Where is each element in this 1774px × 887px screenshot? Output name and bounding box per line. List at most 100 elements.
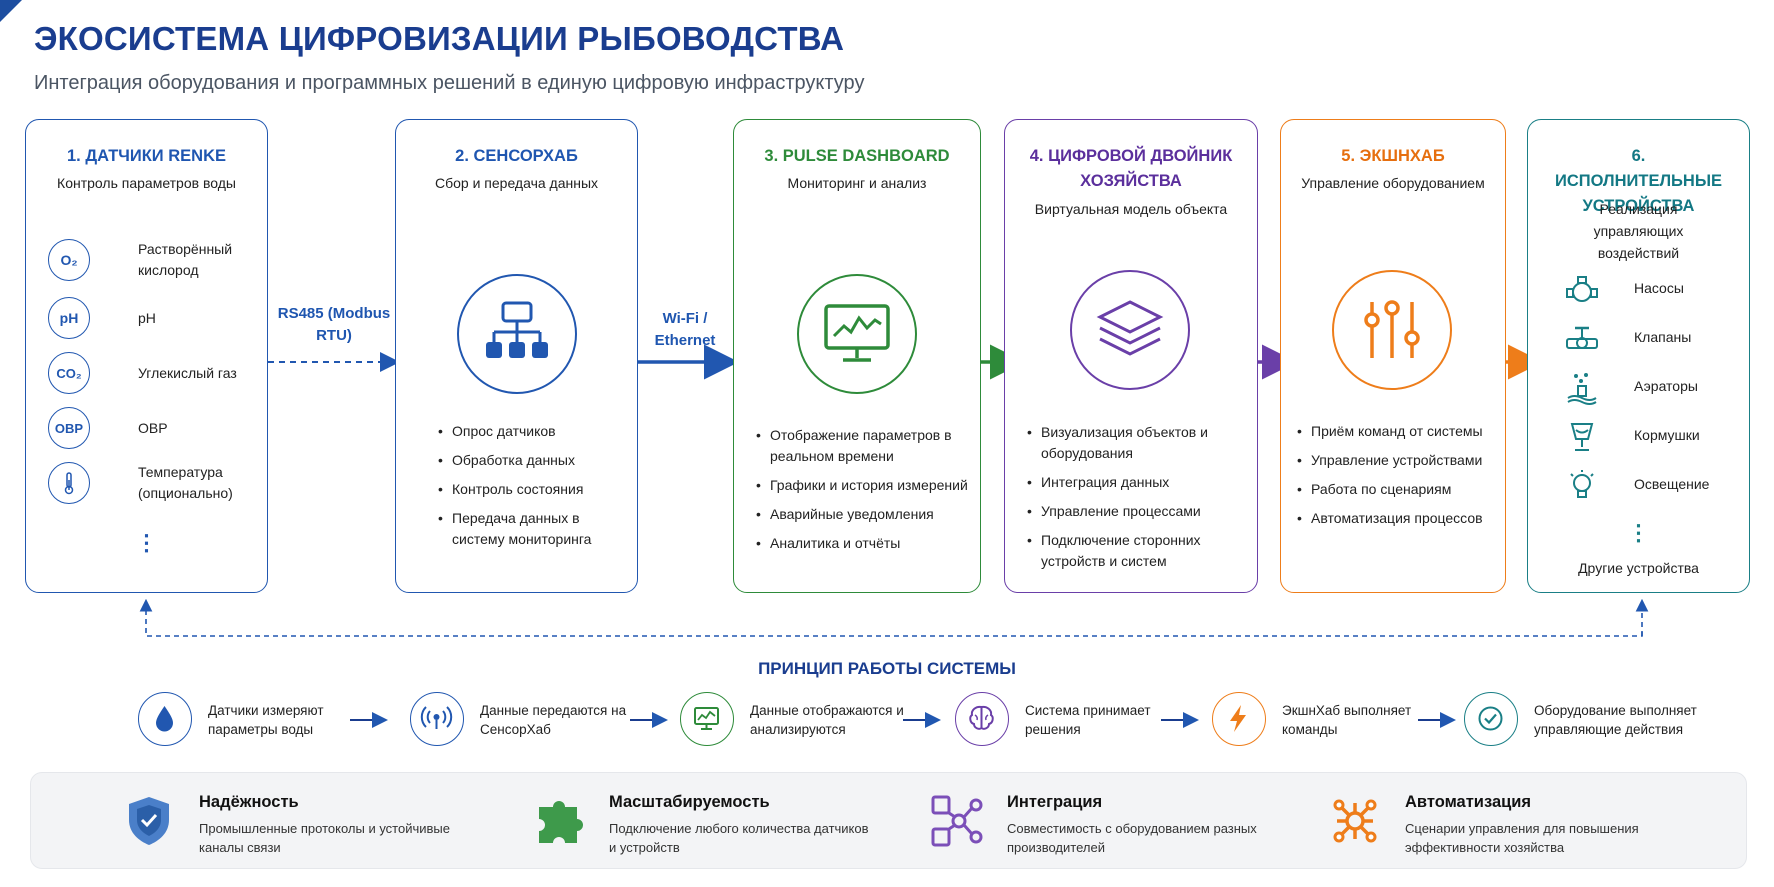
valve-icon [1566, 326, 1598, 349]
card-title: 6. ИСПОЛНИТЕЛЬНЫЕ УСТРОЙСТВА [1554, 147, 1722, 215]
principle-title: ПРИНЦИП РАБОТЫ СИСТЕМЫ [758, 659, 1016, 678]
sensor-label: Углекислый газ [138, 365, 237, 381]
card-title: 3. PULSE DASHBOARD [764, 147, 950, 165]
ph-badge: pH [48, 297, 90, 339]
bullet-item: Автоматизация процессов [1297, 508, 1503, 529]
more-sensors-ellipsis: ⋮ [135, 530, 158, 555]
bullet-item: Передача данных в систему мониторинга [438, 508, 628, 550]
bullet-item: Визуализация объектов и оборудования [1027, 422, 1255, 464]
card-subtitle: Сбор и передача данных [434, 175, 599, 191]
aerator-icon [1567, 373, 1597, 405]
thermometer-icon [48, 462, 90, 504]
connector-wifi-label: Wi-Fi / Ethernet [654, 310, 716, 349]
device-feeders: Кормушки [1564, 419, 1754, 451]
feature-text: Подключение любого количества датчиков и… [609, 821, 869, 855]
lightbulb-icon [1570, 470, 1594, 498]
card-title: 4. ЦИФРОВОЙ ДВОЙНИК ХОЗЯЙСТВА [1029, 147, 1233, 190]
device-label: Клапаны [1634, 329, 1692, 345]
oxygen-badge: O₂ [48, 239, 90, 281]
bullet-item: Графики и история измерений [756, 475, 978, 496]
actionhub-bullets: Приём команд от системы Управление устро… [1297, 421, 1503, 537]
device-label: Освещение [1634, 476, 1710, 492]
check-icon [1464, 692, 1518, 746]
antenna-icon [410, 692, 464, 746]
shield-icon [129, 797, 169, 845]
step-text: Данные передаются на СенсорХаб [480, 703, 627, 737]
feature-title: Интеграция [1007, 793, 1103, 811]
digital-twin-bullets: Визуализация объектов и оборудования Инт… [1027, 422, 1255, 580]
device-aerators: Аэраторы [1564, 370, 1754, 405]
network-hub-icon [457, 274, 577, 394]
bullet-item: Управление процессами [1027, 501, 1255, 522]
page-subtitle: Интеграция оборудования и программных ре… [34, 72, 865, 94]
step-text: Оборудование выполняет управляющие дейст… [1534, 703, 1697, 737]
step-text: ЭкшнХаб выполняет команды [1282, 703, 1412, 737]
sensorhub-bullets: Опрос датчиков Обработка данных Контроль… [438, 421, 628, 558]
bullet-item: Отображение параметров в реальном времен… [756, 425, 978, 467]
feature-title: Масштабируемость [609, 793, 770, 811]
device-pumps: Насосы [1564, 272, 1754, 302]
device-label: Кормушки [1634, 427, 1700, 443]
sliders-icon [1332, 270, 1452, 390]
card-title: 2. СЕНСОРХАБ [455, 147, 578, 165]
bullet-item: Приём команд от системы [1297, 421, 1503, 442]
connector-rs485-label: RS485 (Modbus RTU) [277, 305, 391, 344]
monitor-icon [680, 692, 734, 746]
sensor-label: Растворённый кислород [138, 241, 233, 278]
lightning-icon [1212, 692, 1266, 746]
layers-icon [1070, 270, 1190, 390]
card-sensorhub: 2. СЕНСОРХАБ Сбор и передача данных Опро… [395, 119, 638, 593]
sensor-label: ОВР [138, 420, 168, 436]
brain-icon [955, 692, 1009, 746]
feature-title: Надёжность [199, 793, 299, 811]
bullet-item: Аналитика и отчёты [756, 533, 978, 554]
step-text: Данные отображаются и анализируются [750, 703, 904, 737]
orp-badge: ОВР [48, 407, 90, 449]
card-subtitle: Виртуальная модель объекта [1034, 201, 1228, 217]
card-subtitle: Реализация управляющих воздействий [1593, 201, 1684, 261]
feature-title: Автоматизация [1405, 793, 1532, 811]
card-digital-twin: 4. ЦИФРОВОЙ ДВОЙНИК ХОЗЯЙСТВА Виртуальна… [1004, 119, 1258, 593]
device-valves: Клапаны [1564, 321, 1754, 351]
device-label: Аэраторы [1634, 378, 1698, 394]
bullet-item: Контроль состояния [438, 479, 628, 500]
sensor-label: pH [138, 310, 156, 326]
card-actuators: 6. ИСПОЛНИТЕЛЬНЫЕ УСТРОЙСТВА Реализация … [1527, 119, 1750, 593]
device-lighting: Освещение [1564, 468, 1754, 498]
other-devices-label: Другие устройства [1578, 560, 1699, 576]
feature-text: Совместимость с оборудованием разных про… [1007, 821, 1257, 855]
card-subtitle: Управление оборудованием [1301, 175, 1485, 191]
automation-icon [1333, 799, 1377, 843]
integration-icon [931, 795, 983, 847]
bullet-item: Работа по сценариям [1297, 479, 1503, 500]
card-actionhub: 5. ЭКШНХАБ Управление оборудованием Приё… [1280, 119, 1506, 593]
card-subtitle: Контроль параметров воды [57, 175, 236, 191]
step-text: Система принимает решения [1025, 703, 1151, 737]
more-devices-ellipsis: ⋮ [1627, 520, 1650, 545]
feature-text: Сценарии управления для повышения эффект… [1405, 821, 1639, 855]
card-sensors: 1. ДАТЧИКИ RENKE Контроль параметров вод… [25, 119, 268, 593]
bullet-item: Аварийные уведомления [756, 504, 978, 525]
device-label: Насосы [1634, 280, 1684, 296]
features-panel: Надёжность Промышленные протоколы и усто… [30, 772, 1747, 869]
feature-text: Промышленные протоколы и устойчивые кана… [199, 821, 450, 855]
monitor-chart-icon [797, 274, 917, 394]
puzzle-icon [539, 801, 583, 843]
dashboard-bullets: Отображение параметров в реальном времен… [756, 425, 978, 562]
pump-icon [1566, 276, 1598, 302]
card-title: 1. ДАТЧИКИ RENKE [67, 147, 226, 165]
step-text: Датчики измеряют параметры воды [208, 703, 324, 737]
card-pulse-dashboard: 3. PULSE DASHBOARD Мониторинг и анализ О… [733, 119, 981, 593]
bullet-item: Обработка данных [438, 450, 628, 471]
bullet-item: Интеграция данных [1027, 472, 1255, 493]
page-title: ЭКОСИСТЕМА ЦИФРОВИЗАЦИИ РЫБОВОДСТВА [34, 20, 845, 57]
water-drop-icon [138, 692, 192, 746]
corner-decoration [0, 0, 22, 22]
feeder-icon [1570, 423, 1594, 451]
card-title: 5. ЭКШНХАБ [1341, 147, 1445, 165]
bullet-item: Подключение сторонних устройств и систем [1027, 530, 1255, 572]
feedback-loop-arrow [139, 598, 1643, 637]
card-subtitle: Мониторинг и анализ [787, 175, 927, 191]
bullet-item: Управление устройствами [1297, 450, 1503, 471]
co2-badge: CO₂ [48, 352, 90, 394]
